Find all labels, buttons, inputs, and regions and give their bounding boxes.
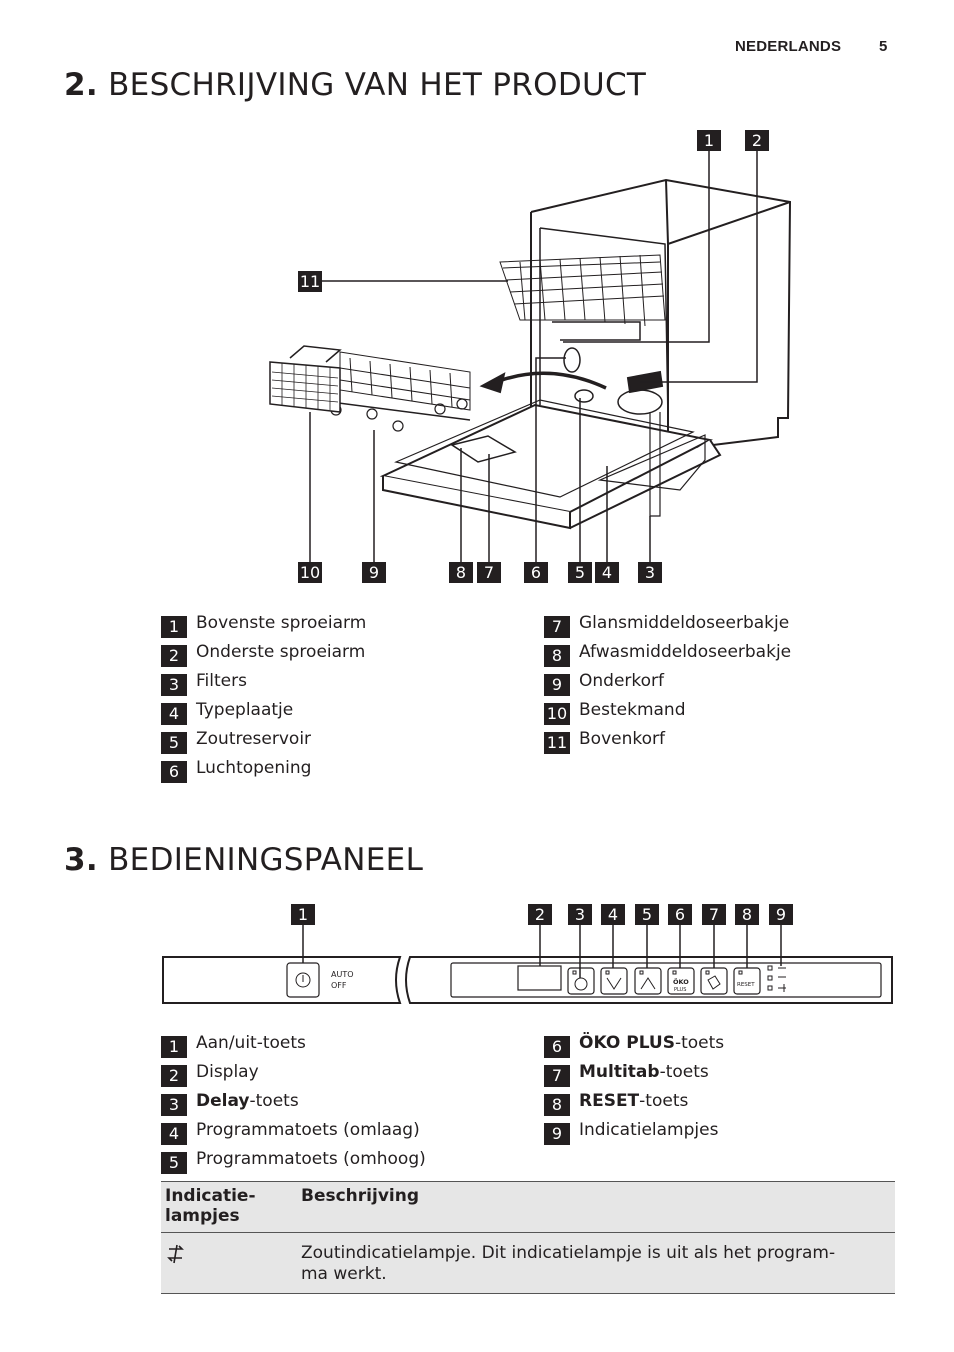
panel-callout-2: 2: [528, 904, 552, 925]
panel-oko-label: ÖKO: [673, 977, 689, 986]
table-header-description: Beschrijving: [297, 1181, 895, 1233]
callout-7: 7: [477, 562, 501, 583]
section3-title: 3. BEDIENINGSPANEEL: [64, 842, 423, 878]
dishwasher-illustration: [269, 150, 792, 562]
table-cell-icon: [161, 1232, 297, 1294]
panel-reset-label: RESET: [737, 982, 755, 988]
panel-plus-label: PLUS: [674, 987, 686, 993]
callout-11: 11: [298, 271, 322, 292]
section3-title-text: BEDIENINGSPANEEL: [108, 842, 424, 878]
table-cell-description: Zoutindicatielampje. Dit indicatielampje…: [297, 1232, 895, 1294]
callout-1: 1: [697, 130, 721, 151]
panel-callout-8: 8: [735, 904, 759, 925]
table-header-indicator: Indicatie-lampjes: [161, 1181, 297, 1233]
panel-callout-4: 4: [601, 904, 625, 925]
salt-indicator-icon: [167, 1244, 184, 1264]
callout-5: 5: [568, 562, 592, 583]
callout-10: 10: [298, 562, 322, 583]
table-row: Zoutindicatielampje. Dit indicatielampje…: [161, 1232, 895, 1294]
panel-callout-9: 9: [769, 904, 793, 925]
control-panel-illustration: AUTO OFF ÖKO PLUS RESET: [162, 924, 893, 1004]
section2-title: 2. BESCHRIJVING VAN HET PRODUCT: [64, 67, 646, 103]
callout-8: 8: [449, 562, 473, 583]
callout-4: 4: [595, 562, 619, 583]
indicator-table: Indicatie-lampjes Beschrijving Zoutindic…: [161, 1181, 895, 1294]
section2-number: 2.: [64, 67, 98, 103]
section2-title-text: BESCHRIJVING VAN HET PRODUCT: [108, 67, 647, 103]
panel-callout-3: 3: [568, 904, 592, 925]
panel-callout-7: 7: [702, 904, 726, 925]
panel-off-label: OFF: [331, 981, 347, 990]
header-language: NEDERLANDS: [735, 38, 842, 55]
section3-number: 3.: [64, 842, 98, 878]
header-page-number: 5: [879, 38, 888, 55]
panel-callout-1: 1: [291, 904, 315, 925]
callout-3: 3: [638, 562, 662, 583]
callout-2: 2: [745, 130, 769, 151]
panel-callout-5: 5: [635, 904, 659, 925]
panel-auto-label: AUTO: [331, 970, 354, 979]
callout-6: 6: [524, 562, 548, 583]
panel-callout-6: 6: [668, 904, 692, 925]
callout-9: 9: [362, 562, 386, 583]
